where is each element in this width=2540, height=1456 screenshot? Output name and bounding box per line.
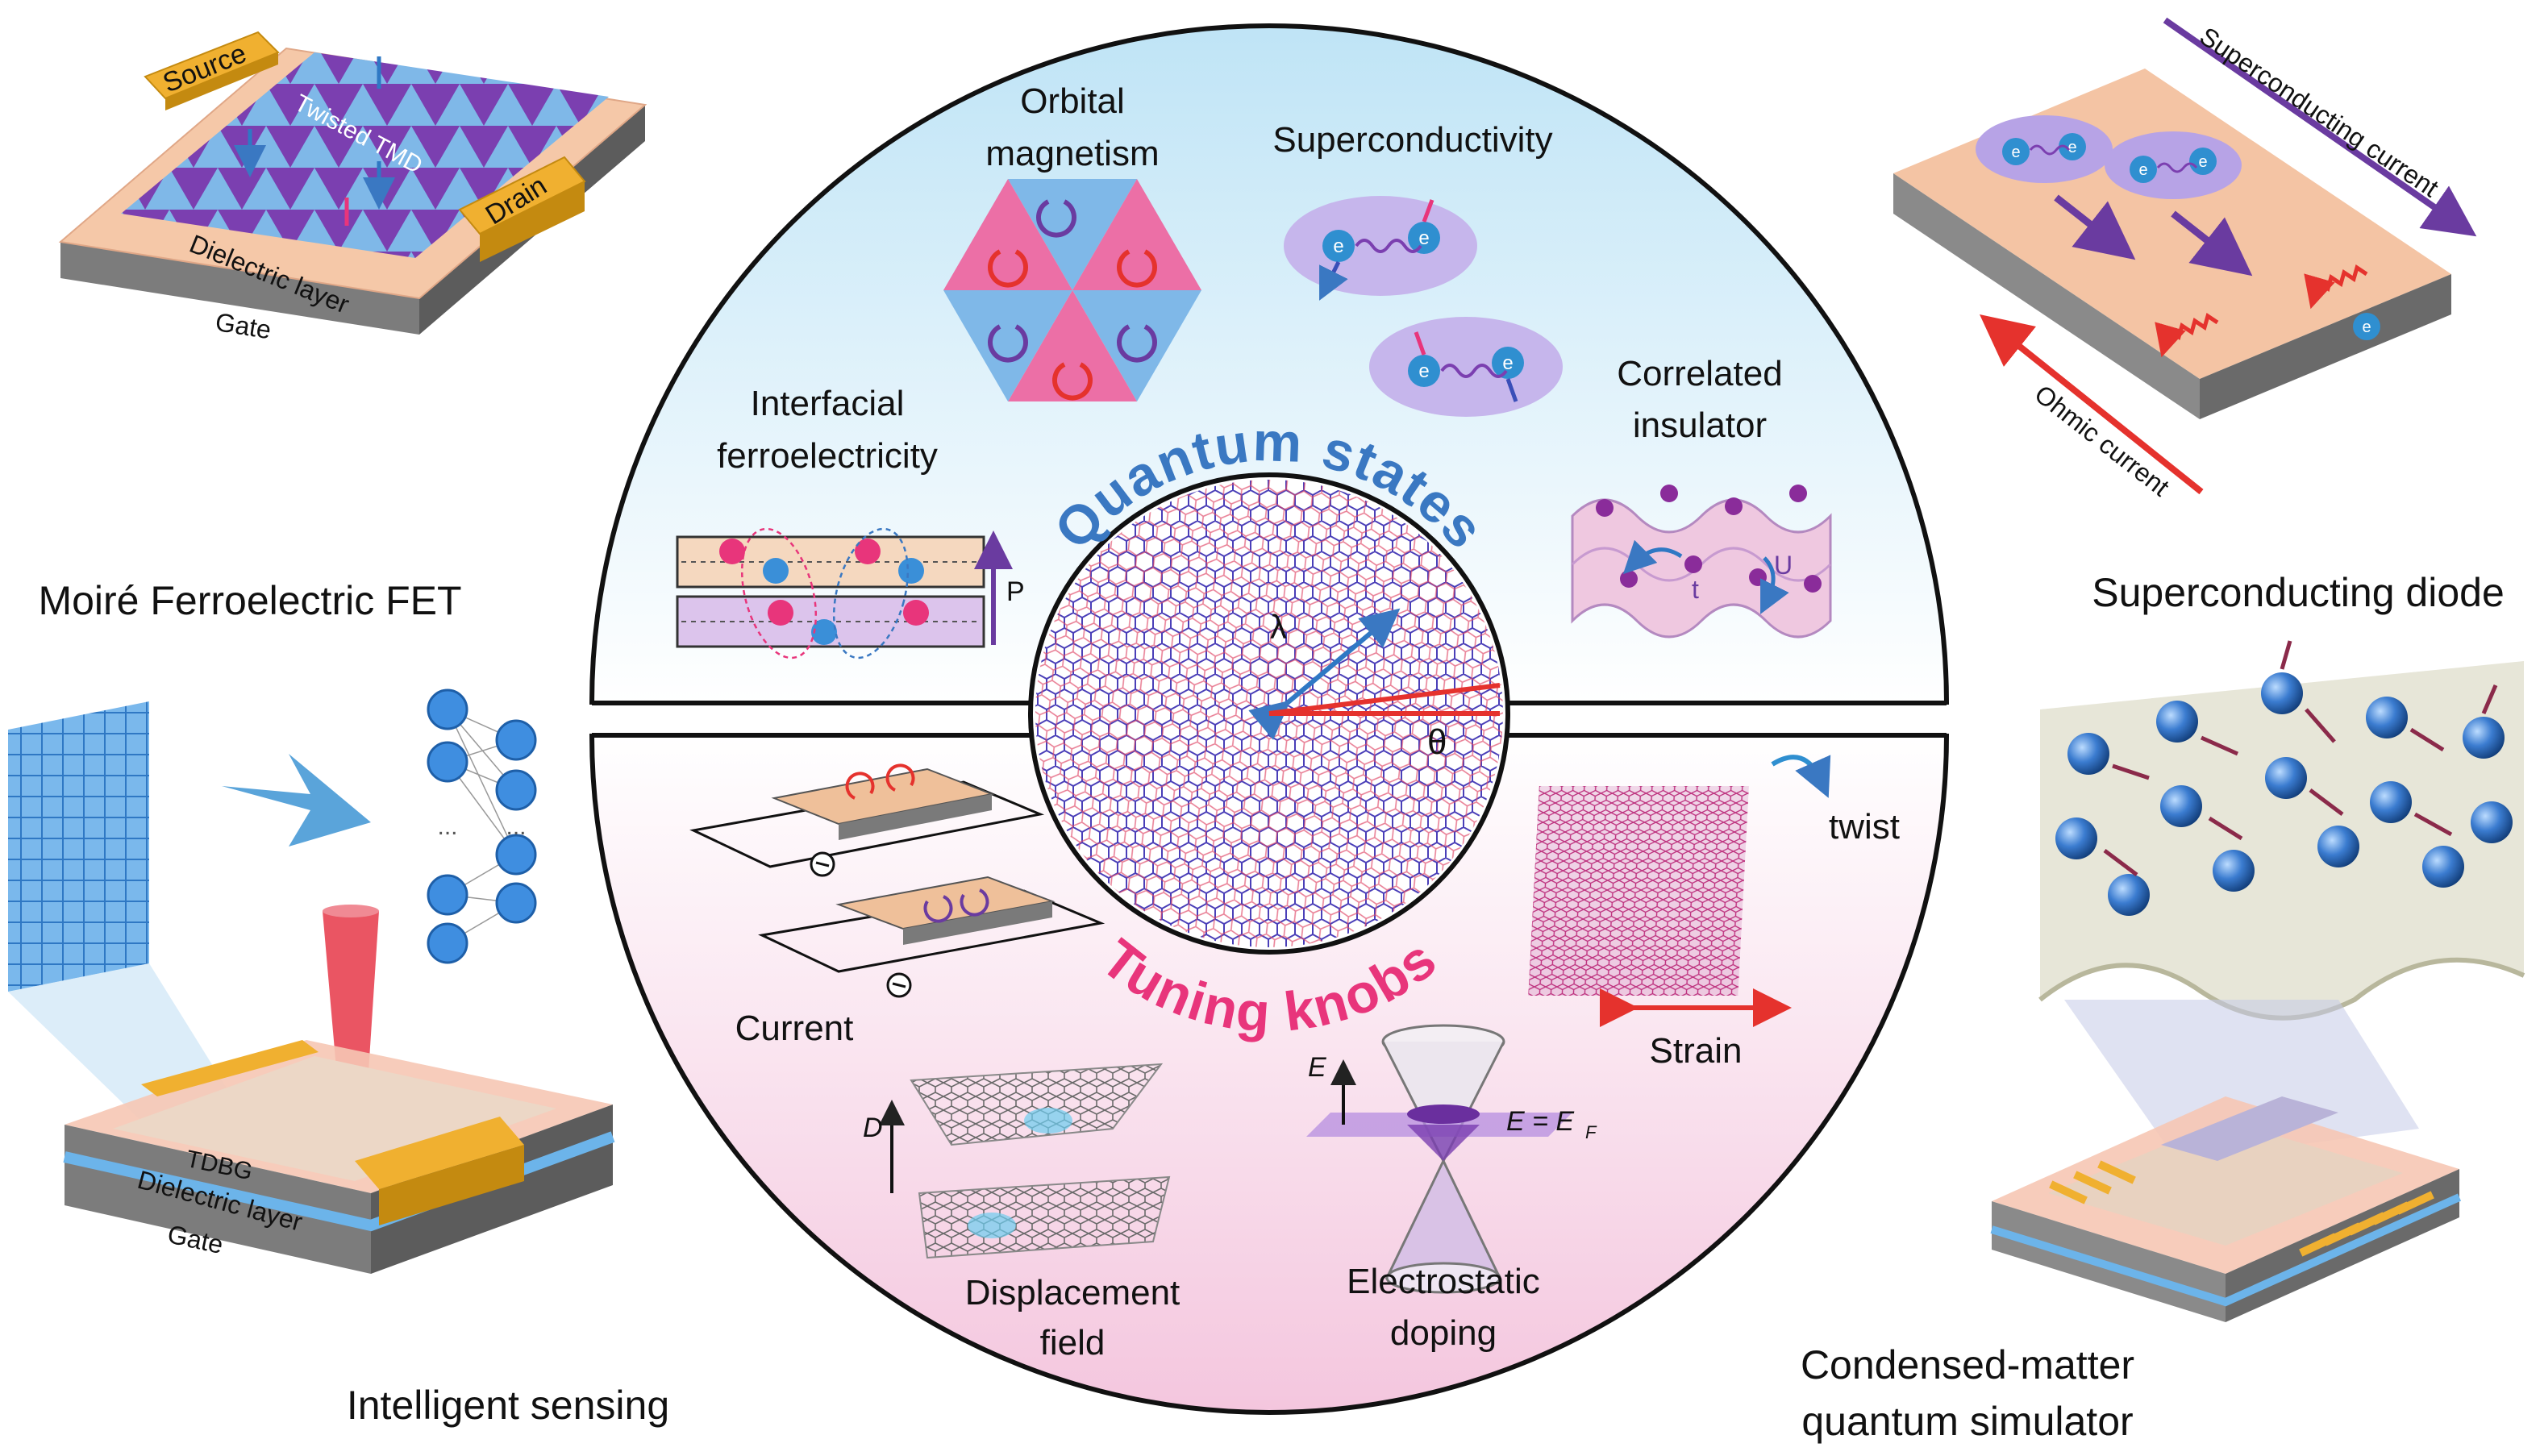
lambda-label: λ [1270,608,1287,646]
ohmic-current-arrow [1980,314,2204,495]
chip-contacts [2049,1160,2434,1257]
twisted-tmd-layer [121,52,609,258]
simulator-label-line2: quantum simulator [1801,1399,2133,1444]
svg-text:D: D [863,1113,883,1143]
svg-text:e: e [1333,235,1343,257]
intelligent-sensing: ... ... TDBG Dielectric layer Gate Intel… [8,688,669,1428]
quantum-simulator: Condensed-matter quantum simulator [1801,640,2525,1444]
svg-text:e: e [2011,144,2020,161]
image-sensor-grid [8,701,149,992]
svg-text:P: P [1006,576,1025,607]
svg-text:doping: doping [1390,1313,1497,1353]
svg-text:Gate: Gate [214,307,273,344]
svg-text:e: e [2198,153,2207,171]
theta-label: θ [1427,722,1447,762]
svg-text:Displacement: Displacement [965,1273,1180,1312]
intelligent-sensing-label: Intelligent sensing [347,1383,669,1428]
electrostatic-doping-knob: E E = E F Electrostatic doping [1306,1024,1597,1353]
svg-text:F: F [1585,1122,1597,1142]
twist-arrow-icon [1771,755,1831,798]
svg-text:t: t [1692,575,1699,604]
svg-text:ferroelectricity: ferroelectricity [717,436,938,476]
svg-text:...: ... [437,813,457,840]
simulator-label-line1: Condensed-matter [1801,1342,2134,1387]
svg-text:e: e [1418,360,1429,382]
displacement-field-knob: D Displacement field [863,1063,1180,1362]
superconducting-diode-label: Superconducting diode [2092,570,2505,615]
superconductivity: Superconductivity e e e e [1272,120,1563,417]
sc-current-arrow [2163,17,2477,237]
svg-text:Interfacial: Interfacial [751,384,905,423]
svg-text:...: ... [506,813,526,840]
data-flow-arrow-icon [222,754,371,847]
cooper-pair-2 [1369,317,1563,417]
fet-electrode [355,1117,524,1189]
lattice-spins [2055,672,2513,916]
svg-text:Current: Current [735,1009,854,1048]
hexagon-icon [943,179,1201,401]
svg-text:Ohmic current: Ohmic current [2030,379,2176,501]
wavy-lattice-surface [2040,661,2524,1018]
cooper-pair-1 [1284,196,1477,296]
svg-text:E: E [1308,1052,1326,1083]
theta-line-2 [1268,683,1501,716]
svg-text:field: field [1040,1323,1106,1362]
svg-text:Electrostatic: Electrostatic [1347,1262,1540,1301]
moire-fet-device: Source Drain Twisted TMD Dielectric laye… [38,31,647,623]
current-knob: Current [689,763,1106,1048]
strain-twist-knob: twist Strain [1528,755,1900,1071]
svg-text:e: e [1418,227,1429,249]
svg-text:Superconductivity: Superconductivity [1272,120,1552,160]
svg-text:insulator: insulator [1633,406,1767,445]
interfacial-ferroelectricity: Interfacial ferroelectricity P [676,384,1025,659]
svg-text:U: U [1774,551,1793,580]
correlated-insulator: Correlated insulator t U [1571,354,1832,639]
neural-network-icon: ... ... [427,688,537,964]
moire-fet-label: Moiré Ferroelectric FET [38,578,461,623]
svg-text:E = E: E = E [1506,1106,1574,1137]
lambda-arrow [1248,608,1401,740]
svg-text:e: e [2138,161,2147,179]
moire-lattice: λ θ [1028,472,1510,955]
orbital-magnetism: Orbital magnetism [943,81,1201,401]
svg-text:Orbital: Orbital [1020,81,1125,121]
svg-text:e: e [1502,352,1513,374]
svg-text:twist: twist [1829,807,1900,847]
svg-text:e: e [2067,139,2076,156]
svg-text:Strain: Strain [1650,1031,1743,1071]
svg-text:Correlated: Correlated [1617,354,1782,393]
svg-text:e: e [2362,318,2371,336]
center-circle: λ θ Quantum states Tuning knobs Orbital … [589,23,1951,1415]
svg-text:magnetism: magnetism [985,134,1159,173]
